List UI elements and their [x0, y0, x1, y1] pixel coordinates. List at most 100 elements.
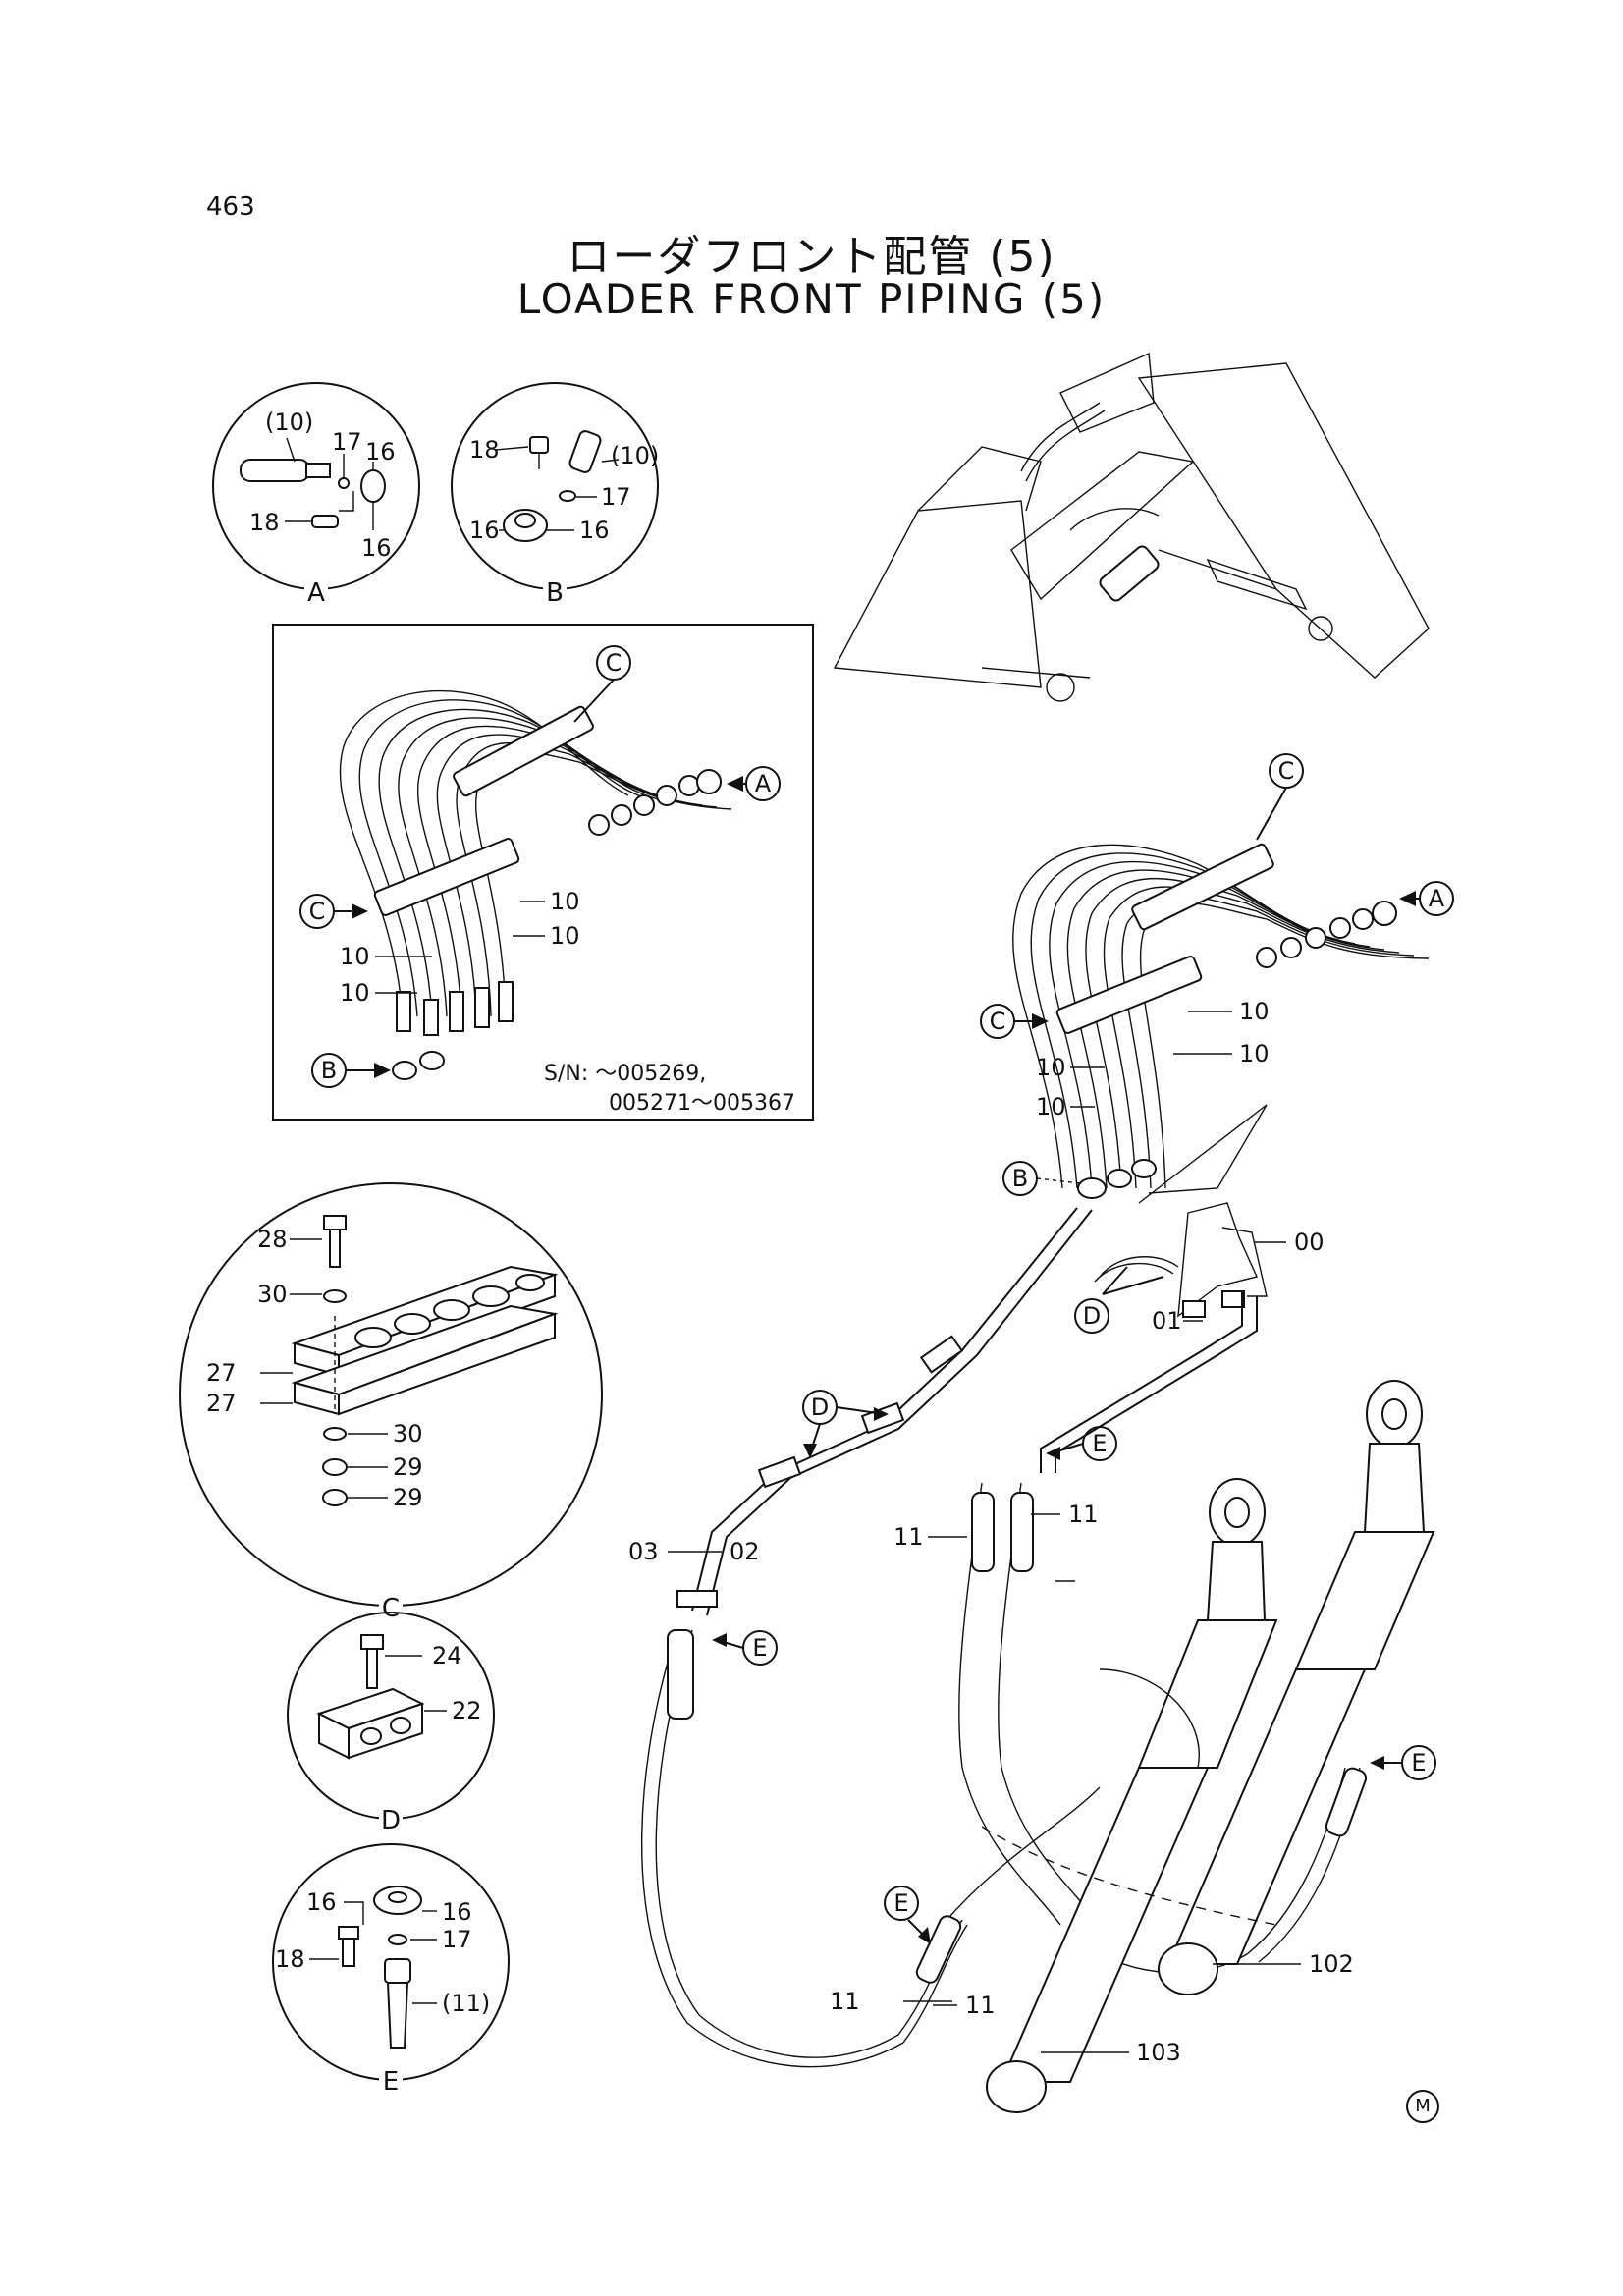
svg-text:C: C — [1278, 757, 1295, 785]
detail-d-label-22: 22 — [452, 1697, 482, 1724]
loader-bucket — [833, 500, 1042, 688]
main-label-10-d: 10 — [1036, 1093, 1066, 1121]
inset-label-10-c: 10 — [340, 943, 370, 970]
cylinder-102 — [1158, 1380, 1435, 1995]
svg-text:E: E — [1092, 1430, 1107, 1457]
svg-text:B: B — [1012, 1165, 1028, 1192]
svg-text:E: E — [893, 1889, 908, 1917]
svg-text:E: E — [1411, 1749, 1426, 1777]
detail-b-label-10: (10) — [611, 442, 659, 469]
main-callout-e-left: E — [712, 1630, 778, 1666]
main-callout-a: A — [1399, 881, 1454, 916]
detail-c-label-28: 28 — [257, 1226, 288, 1253]
main-fittings — [1077, 901, 1397, 1199]
corner-mark: M — [1406, 2090, 1439, 2123]
inset-callout-b: B — [311, 1053, 391, 1088]
serial-note-line1: S/N: ～005269, — [544, 1062, 706, 1086]
inset-frame — [272, 624, 814, 1121]
main-label-01: 01 — [1152, 1307, 1182, 1335]
svg-text:A: A — [1429, 885, 1445, 912]
detail-c-label-27-bottom: 27 — [206, 1390, 237, 1417]
main-callout-e-upper: E — [1046, 1426, 1117, 1461]
view-boundary-line — [1138, 1104, 1268, 1204]
pipe-00-bracket — [1177, 1202, 1258, 1318]
clamp-d-part — [316, 1634, 425, 1760]
main-label-102: 102 — [1309, 1950, 1354, 1978]
nut-29-b — [322, 1489, 348, 1506]
detail-view-c: 28 30 27 27 30 29 29 C — [179, 1182, 603, 1623]
serial-inset-box: C A C B 10 10 10 10 S/N: ～005269, 0 — [272, 624, 814, 1121]
main-label-02: 02 — [730, 1538, 760, 1565]
svg-text:E: E — [752, 1634, 767, 1662]
detail-c-caption: C — [382, 1594, 400, 1623]
page-title-japanese: ローダフロント配管 (5) — [567, 232, 1056, 282]
nut-29-a — [322, 1458, 348, 1476]
inset-callout-a: A — [727, 766, 781, 801]
main-label-00: 00 — [1294, 1229, 1325, 1256]
detail-a-label-16-top: 16 — [365, 438, 396, 465]
main-label-10-a: 10 — [1239, 998, 1270, 1025]
bolt-28 — [323, 1215, 347, 1268]
main-label-11-d: 11 — [965, 1992, 996, 2019]
detail-e-label-16-left: 16 — [306, 1888, 337, 1916]
pipe-02 — [1040, 1291, 1243, 1473]
inset-clamp-upper — [453, 705, 594, 797]
inset-callout-c-left: C — [299, 894, 368, 929]
inset-label-10-a: 10 — [550, 888, 580, 915]
detail-view-e: 16 16 17 18 (11) E — [272, 1843, 510, 2097]
svg-text:D: D — [811, 1394, 829, 1421]
serial-note-line2: 005271～005367 — [609, 1091, 795, 1116]
inset-fittings-a — [588, 769, 722, 836]
detail-c-label-27-top: 27 — [206, 1359, 237, 1387]
svg-text:B: B — [321, 1057, 337, 1084]
main-callout-c-left: C — [980, 1004, 1049, 1039]
main-label-10-b: 10 — [1239, 1040, 1270, 1067]
main-callout-e-right: E — [1370, 1745, 1436, 1780]
detail-e-caption: E — [383, 2067, 399, 2097]
main-callout-c-top: C — [1256, 753, 1304, 841]
inset-label-10-d: 10 — [340, 979, 370, 1007]
detail-c-label-30-bottom: 30 — [393, 1420, 423, 1448]
detail-a-caption: A — [307, 578, 325, 608]
detail-c-label-29-a: 29 — [393, 1453, 423, 1481]
detail-a-label-17: 17 — [332, 428, 362, 456]
washer-30-bottom — [323, 1427, 347, 1441]
hoses-11 — [640, 1482, 1368, 2068]
main-callout-b: B — [1002, 1161, 1081, 1196]
main-callout-d-upper: D — [1074, 1266, 1164, 1334]
svg-text:C: C — [606, 649, 622, 677]
loader-overview-drawing — [833, 352, 1430, 702]
detail-d-label-24: 24 — [432, 1642, 462, 1669]
svg-text:D: D — [1083, 1302, 1101, 1330]
main-label-11-b: 11 — [1068, 1501, 1099, 1528]
svg-text:C: C — [990, 1008, 1006, 1035]
main-label-11-a: 11 — [893, 1523, 924, 1551]
main-clamp-upper — [1131, 843, 1274, 931]
inset-callout-c-top: C — [573, 645, 631, 723]
loader-boom — [1137, 362, 1430, 679]
main-label-11-c: 11 — [830, 1988, 860, 2015]
detail-e-label-17: 17 — [442, 1926, 472, 1953]
main-callout-d-lower: D — [802, 1390, 889, 1458]
inset-clamp-lower — [373, 838, 520, 916]
pipe-03 — [691, 1207, 1078, 1612]
detail-c-label-30-top: 30 — [257, 1281, 288, 1308]
detail-view-a: (10) 17 16 18 16 A — [212, 382, 420, 608]
main-label-103: 103 — [1136, 2039, 1181, 2066]
main-label-03: 03 — [628, 1538, 659, 1565]
detail-b-label-18: 18 — [469, 436, 500, 464]
detail-a-label-16-bottom: 16 — [361, 534, 392, 562]
detail-a-label-10: (10) — [265, 409, 313, 436]
banjo-fitting-part — [503, 430, 602, 542]
detail-b-label-16-left: 16 — [469, 517, 500, 544]
detail-e-label-11: (11) — [442, 1990, 490, 2017]
svg-text:A: A — [755, 770, 772, 797]
detail-c-label-29-b: 29 — [393, 1484, 423, 1511]
cylinder-103 — [986, 1478, 1278, 2113]
main-label-10-c: 10 — [1036, 1054, 1066, 1081]
main-clamp-lower — [1055, 956, 1203, 1034]
detail-view-b: 18 (10) 17 16 16 B — [451, 382, 659, 608]
washer-30-top — [323, 1289, 347, 1303]
detail-d-caption: D — [381, 1806, 401, 1835]
